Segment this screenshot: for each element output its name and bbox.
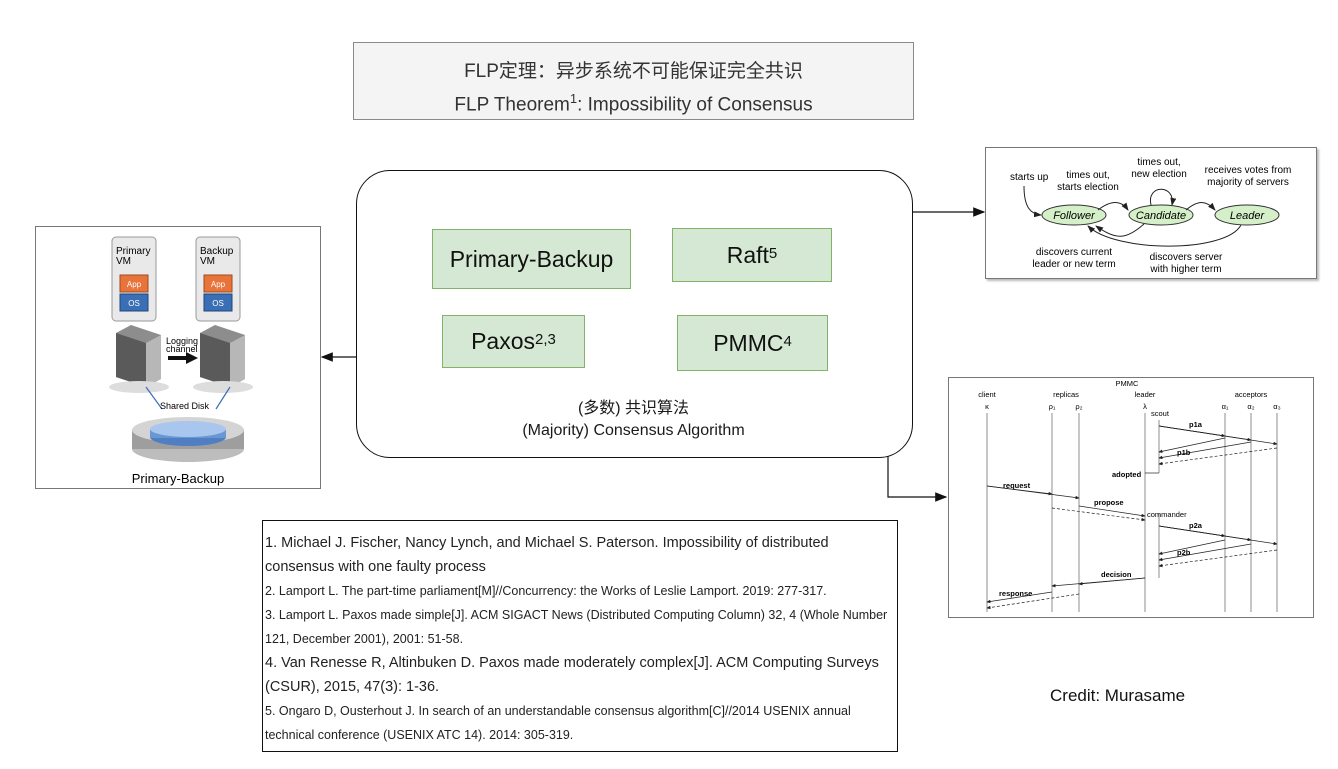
svg-text:OS: OS: [212, 299, 224, 308]
caption-chinese: (多数) 共识算法: [577, 400, 690, 417]
svg-text:request: request: [1003, 481, 1031, 490]
svg-text:Backup: Backup: [200, 246, 234, 257]
reference-3: 3. Lamport L. Paxos made simple[J]. ACM …: [265, 608, 888, 646]
svg-text:receives votes from: receives votes from: [1205, 165, 1292, 176]
svg-text:times out,: times out,: [1066, 170, 1109, 181]
svg-text:OS: OS: [128, 299, 140, 308]
svg-text:p2b: p2b: [1177, 548, 1191, 557]
svg-text:VM: VM: [116, 256, 131, 267]
svg-text:times out,: times out,: [1137, 157, 1180, 168]
svg-text:acceptors: acceptors: [1235, 390, 1268, 399]
svg-text:α₁: α₁: [1222, 402, 1229, 411]
credit-text: Credit: Murasame: [1050, 686, 1186, 705]
raft-state-diagram: Follower Candidate Leader starts up time…: [1010, 157, 1292, 275]
svg-text:starts up: starts up: [1010, 172, 1049, 183]
consensus-algorithm-group: [356, 170, 913, 458]
svg-text:Leader: Leader: [1230, 210, 1266, 222]
svg-text:scout: scout: [1151, 409, 1170, 418]
svg-text:adopted: adopted: [1112, 470, 1142, 479]
primary-backup-box: Primary-Backup: [432, 229, 631, 289]
svg-text:channel: channel: [166, 344, 198, 354]
follower-state: [1041, 204, 1107, 226]
svg-text:leader: leader: [1135, 390, 1156, 399]
candidate-state: [1128, 204, 1194, 226]
primary-backup-caption: Primary-Backup: [132, 471, 224, 486]
svg-text:κ: κ: [985, 402, 989, 411]
svg-text:response: response: [999, 589, 1032, 598]
svg-text:discovers current: discovers current: [1036, 247, 1112, 258]
primary-vm-card: Primary VM App OS: [111, 236, 157, 322]
svg-text:with higher term: with higher term: [1149, 264, 1221, 275]
pmmc-sequence-diagram: PMMC client replicas leader acceptors κ …: [978, 379, 1281, 612]
svg-text:App: App: [127, 280, 142, 289]
svg-text:α₂: α₂: [1247, 402, 1254, 411]
svg-text:decision: decision: [1101, 570, 1132, 579]
reference-5: 5. Ongaro D, Ousterhout J. In search of …: [265, 704, 851, 742]
svg-text:ρ₁: ρ₁: [1049, 402, 1056, 411]
svg-text:client: client: [978, 390, 996, 399]
svg-text:λ: λ: [1143, 402, 1147, 411]
svg-text:new election: new election: [1131, 169, 1187, 180]
svg-text:Logging: Logging: [166, 336, 198, 346]
flp-title-box: FLP定理：异步系统不可能保证完全共识 FLP Theorem1: Imposs…: [353, 42, 914, 120]
svg-text:Candidate: Candidate: [1136, 210, 1186, 222]
svg-text:ρ₂: ρ₂: [1075, 402, 1082, 411]
svg-text:commander: commander: [1147, 510, 1187, 519]
svg-text:p1b: p1b: [1177, 448, 1191, 457]
svg-text:p1a: p1a: [1189, 420, 1203, 429]
title-chinese: FLP定理：异步系统不可能保证完全共识: [464, 61, 803, 82]
svg-text:discovers server: discovers server: [1150, 252, 1223, 263]
svg-text:p2a: p2a: [1189, 521, 1203, 530]
references-box: 1. Michael J. Fischer, Nancy Lynch, and …: [262, 520, 898, 752]
svg-text:VM: VM: [200, 256, 215, 267]
svg-text:majority of servers: majority of servers: [1207, 177, 1289, 188]
title-english: FLP Theorem1: Impossibility of Consensus: [454, 91, 813, 116]
svg-text:PMMC: PMMC: [1116, 379, 1139, 388]
backup-vm-card: Backup VM App OS: [195, 236, 241, 322]
primary-backup-panel: Primary VM App OS Backup VM App OS: [35, 226, 321, 489]
svg-text:starts election: starts election: [1057, 182, 1119, 193]
svg-text:leader or new term: leader or new term: [1032, 259, 1115, 270]
raft-state-diagram-panel: Follower Candidate Leader starts up time…: [985, 147, 1317, 279]
group-caption: (多数) 共识算法 (Majority) Consensus Algorithm: [356, 398, 911, 442]
reference-1: 1. Michael J. Fischer, Nancy Lynch, and …: [265, 535, 829, 575]
svg-text:App: App: [211, 280, 226, 289]
svg-text:Shared Disk: Shared Disk: [160, 401, 210, 411]
svg-text:Follower: Follower: [1053, 210, 1096, 222]
pmmc-sequence-panel: PMMC client replicas leader acceptors κ …: [948, 377, 1314, 618]
reference-4: 4. Van Renesse R, Altinbuken D. Paxos ma…: [265, 655, 879, 695]
shared-disk-icon: [132, 417, 244, 462]
primary-backup-illustration: Primary VM App OS Backup VM App OS: [109, 236, 253, 486]
svg-text:Primary: Primary: [116, 246, 150, 257]
svg-text:propose: propose: [1094, 498, 1124, 507]
svg-text:replicas: replicas: [1053, 390, 1079, 399]
svg-text:α₃: α₃: [1273, 402, 1280, 411]
reference-2: 2. Lamport L. The part-time parliament[M…: [265, 584, 827, 598]
backup-server-icon: [193, 325, 253, 393]
primary-server-icon: [109, 325, 169, 393]
leader-state: [1214, 204, 1280, 226]
caption-english: (Majority) Consensus Algorithm: [522, 422, 745, 439]
